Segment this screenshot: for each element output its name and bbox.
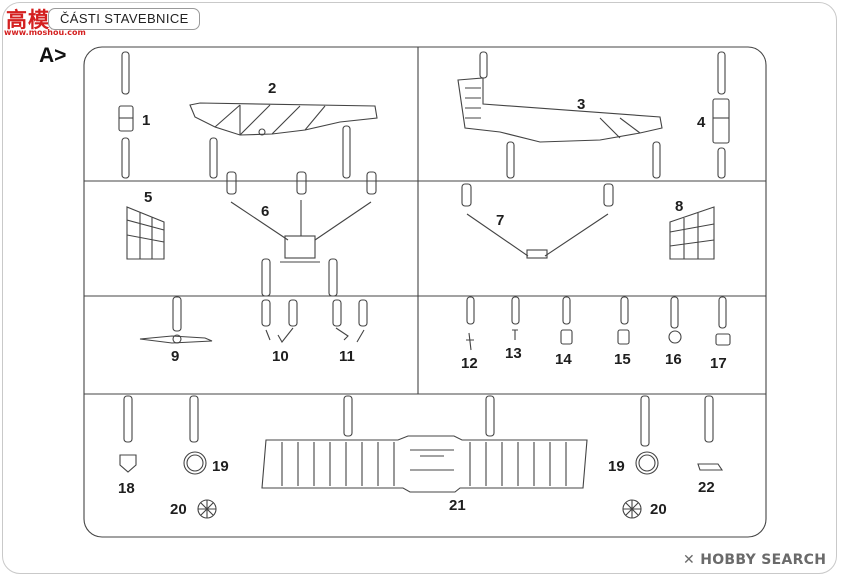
part-label-20-left: 20 [170, 501, 187, 518]
gate [226, 171, 237, 195]
gate [485, 395, 495, 437]
part-label-18: 18 [118, 480, 135, 497]
part-12 [466, 332, 474, 351]
page-frame [2, 2, 837, 574]
part-16 [668, 330, 682, 344]
part-8 [669, 206, 715, 260]
part-3 [457, 77, 663, 143]
sprue-frame [83, 46, 767, 538]
part-label-16: 16 [665, 351, 682, 368]
watermark-url: www.moshou.com [4, 28, 86, 37]
part-5 [126, 206, 165, 260]
part-7 [466, 213, 609, 257]
gate [640, 395, 650, 447]
gate [670, 296, 679, 329]
part-2 [189, 102, 378, 136]
gate [358, 299, 368, 327]
gate [261, 258, 271, 297]
gate [342, 125, 351, 179]
gate [332, 299, 342, 327]
part-label-5: 5 [144, 189, 153, 206]
part-9 [139, 335, 213, 344]
gate [704, 395, 714, 443]
gate [466, 296, 475, 325]
gate [461, 183, 472, 207]
part-15 [617, 329, 630, 345]
part-11 [335, 327, 365, 343]
part-22 [697, 463, 724, 471]
gate [261, 299, 271, 327]
part-label-8: 8 [675, 198, 684, 215]
part-label-15: 15 [614, 351, 631, 368]
gate [603, 183, 614, 207]
part-label-20-right: 20 [650, 501, 667, 518]
part-label-17: 17 [710, 355, 727, 372]
part-label-11: 11 [339, 348, 355, 365]
gate [288, 299, 298, 327]
part-10 [265, 327, 294, 343]
gate [328, 258, 338, 297]
part-label-14: 14 [555, 351, 572, 368]
part-label-19-right: 19 [608, 458, 625, 475]
gate [123, 395, 133, 443]
part-6 [230, 200, 372, 241]
gate [562, 296, 571, 325]
part-label-12: 12 [461, 355, 478, 372]
gate [717, 147, 726, 179]
part-18 [119, 454, 137, 473]
part-label-3: 3 [577, 96, 586, 113]
gate [296, 171, 307, 195]
gate [718, 296, 727, 329]
part-19-right [635, 451, 659, 475]
part-label-6: 6 [261, 203, 270, 220]
gate [189, 395, 199, 443]
footer-watermark-icon: ✕ [683, 552, 696, 568]
gate [366, 171, 377, 195]
part-label-22: 22 [698, 479, 715, 496]
gate [511, 296, 520, 325]
part-label-10: 10 [272, 348, 289, 365]
part-21 [261, 435, 588, 493]
part-label-13: 13 [505, 345, 522, 362]
part-13 [512, 329, 518, 340]
part-label-21: 21 [449, 497, 466, 514]
gate [172, 296, 182, 332]
gate [343, 395, 353, 437]
gate [717, 51, 726, 95]
gate [620, 296, 629, 325]
gate [121, 51, 130, 95]
sprue-letter: A> [39, 44, 67, 67]
part-label-19-left: 19 [212, 458, 229, 475]
gate [506, 141, 515, 179]
part-label-9: 9 [171, 348, 180, 365]
part-4 [712, 98, 730, 144]
gate [652, 141, 661, 179]
part-label-2: 2 [268, 80, 277, 97]
gate [479, 51, 488, 79]
header-box [48, 8, 200, 30]
page-title: ČÁSTI STAVEBNICE [60, 11, 189, 26]
part-label-7: 7 [496, 212, 505, 229]
footer-watermark: ✕ HOBBY SEARCH [683, 552, 826, 568]
gate [209, 137, 218, 179]
part-label-1: 1 [142, 112, 151, 129]
part-19-left [183, 451, 207, 475]
gate [121, 137, 130, 179]
part-14 [560, 329, 573, 345]
footer-watermark-text: HOBBY SEARCH [700, 552, 827, 568]
part-17 [715, 333, 731, 346]
part-label-4: 4 [697, 114, 706, 131]
